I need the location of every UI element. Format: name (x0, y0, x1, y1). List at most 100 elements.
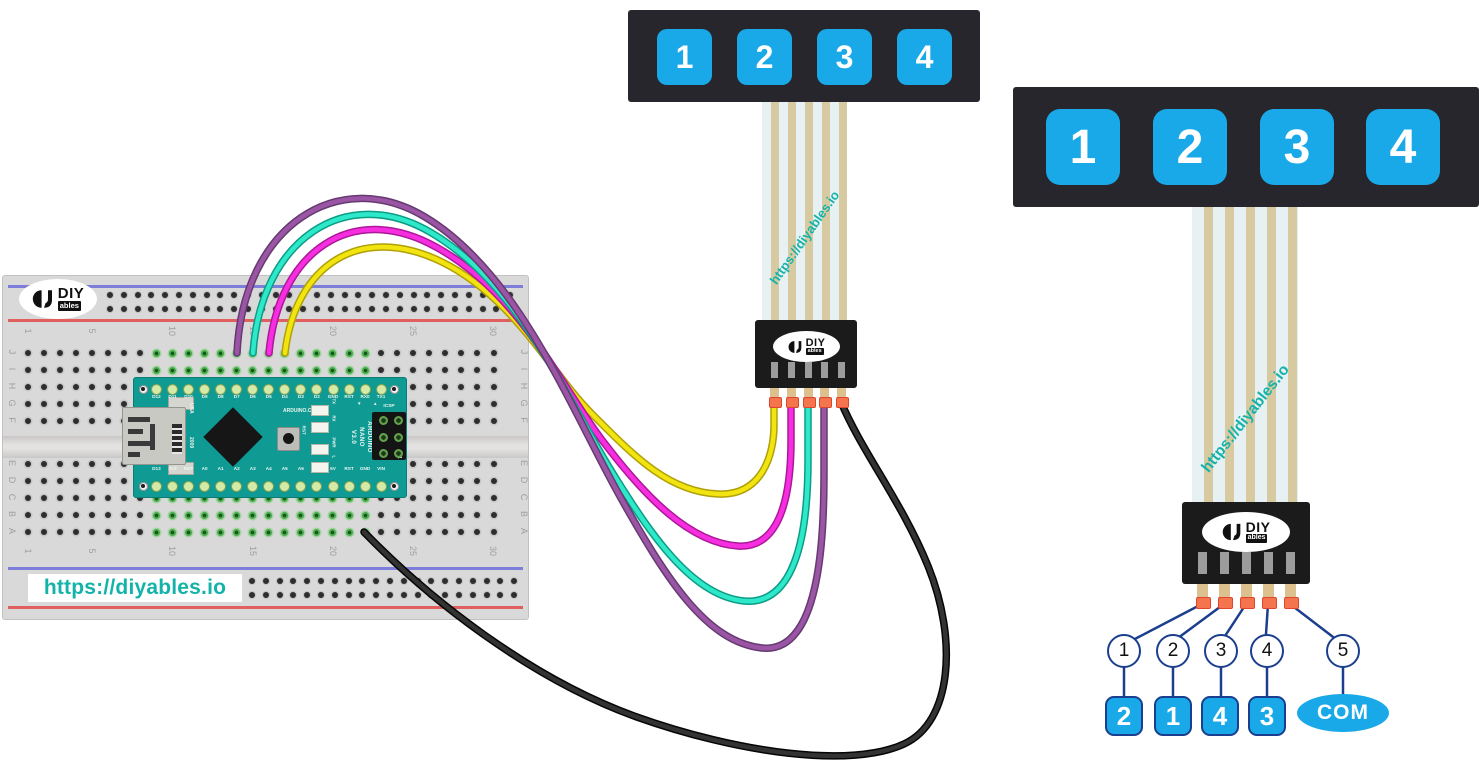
rail-hole (438, 292, 445, 298)
breadboard-hole-green (152, 366, 160, 374)
breadboard-hole-green (169, 528, 176, 536)
breadboard-hole (394, 512, 401, 518)
breadboard-hole (89, 384, 96, 390)
nano-pin-label: D12 (152, 394, 161, 399)
usb-detail (128, 441, 150, 446)
connector-pin (1196, 584, 1208, 600)
rail-hole (107, 306, 113, 312)
breadboard-hole-green (265, 366, 273, 374)
breadboard-hole (57, 495, 64, 501)
breadboard-hole (442, 401, 449, 407)
breadboard-hole (442, 350, 449, 356)
breadboard-hole (426, 367, 433, 373)
breadboard-hole-green (281, 511, 289, 519)
breadboard-hole-green (217, 494, 225, 502)
breadboard-hole (490, 401, 497, 407)
nano-pin-label: A4 (265, 466, 272, 471)
breadboard-hole-green (249, 511, 257, 519)
breadboard-hole-green (185, 511, 192, 519)
breadboard-hole (73, 478, 80, 484)
breadboard-hole-green (345, 494, 353, 502)
rail-hole (134, 306, 141, 312)
icsp-silk-text: ICSP (383, 404, 395, 409)
breadboard-hole (121, 384, 128, 390)
breadboard-hole (41, 367, 47, 373)
connector-pin (1262, 584, 1274, 600)
nano-pin-pad (359, 480, 371, 492)
connector-slot (770, 362, 778, 378)
nano-pin-pad (199, 480, 211, 492)
rail-hole (286, 306, 293, 312)
rail-hole (442, 578, 449, 584)
breadboard-hole (474, 495, 481, 501)
rail-hole (400, 578, 407, 584)
keypad-top-key-2: 2 (737, 29, 792, 85)
breadboard-hole-green (345, 528, 353, 536)
rail-hole (120, 292, 127, 298)
connector-slot (1219, 552, 1229, 574)
yellow-wire (281, 243, 778, 498)
breadboard-hole-green (297, 494, 305, 502)
nano-pin-label: GND (359, 466, 371, 471)
rail-hole (107, 292, 113, 298)
breadboard-hole (57, 350, 64, 356)
breadboard-hole (41, 512, 47, 518)
rail-hole (511, 592, 518, 598)
nano-pin-pad (375, 383, 387, 395)
logo-ables-text: ables (57, 301, 81, 311)
logo-diy-text: DIY (1245, 518, 1271, 535)
breadboard-hole (105, 512, 112, 518)
breadboard-hole (41, 384, 47, 390)
breadboard-hole (442, 512, 449, 518)
rail-hole (442, 592, 449, 598)
breadboard-hole (25, 350, 31, 356)
breadboard-hole (410, 367, 417, 373)
keypad-right-key-2: 2 (1153, 109, 1227, 185)
breadboard-hole-green (361, 349, 369, 357)
breadboard-hole (490, 367, 497, 373)
nano-pin-pad (327, 480, 339, 492)
nano-pin-label: D4 (281, 394, 288, 399)
pinout-badge-3: 4 (1201, 696, 1239, 736)
rail-hole (414, 592, 421, 598)
power-rail-line-red (8, 319, 523, 322)
breadboard-hole (57, 401, 64, 407)
nano-pin-pad (375, 480, 387, 492)
rail-hole (359, 592, 366, 598)
breadboard-hole-green (265, 528, 273, 536)
breadboard-hole (57, 512, 64, 518)
breadboard-hole (121, 529, 128, 535)
connector-pin (803, 388, 813, 400)
nano-pin-label: RX0 (360, 394, 370, 399)
rail-hole (497, 592, 504, 598)
rail-hole (304, 592, 311, 598)
ribbon-url-text: https://diyables.io (1198, 361, 1293, 476)
rail-hole (189, 306, 196, 312)
breadboard-hole (474, 461, 481, 467)
breadboard-hole (25, 401, 31, 407)
nano-pin-label: TX1 (376, 394, 386, 399)
rail-hole (387, 578, 393, 584)
breadboard-hole (137, 495, 144, 501)
breadboard-hole (378, 529, 385, 535)
keypad-top-connector: DIY ables (755, 320, 857, 388)
breadboard-hole (73, 418, 80, 424)
rail-hole (318, 592, 324, 598)
nano-pin-pad (215, 480, 227, 492)
mounting-hole (389, 481, 399, 491)
rail-hole (396, 306, 403, 312)
breadboard-hole-green (265, 494, 273, 502)
breadboard-hole (426, 495, 433, 501)
breadboard-hole (426, 512, 433, 518)
connector-pin (819, 388, 829, 400)
breadboard-hole (41, 401, 47, 407)
breadboard-hole (105, 478, 112, 484)
breadboard-hole (57, 384, 64, 390)
breadboard-hole-green (217, 511, 225, 519)
nano-pin-label: D11 (168, 394, 177, 399)
nano-pin-label: A2 (233, 466, 240, 471)
nano-pin-label: RST (344, 466, 354, 471)
keypad-top-key-3: 3 (817, 29, 872, 85)
led-indicator (311, 462, 329, 473)
